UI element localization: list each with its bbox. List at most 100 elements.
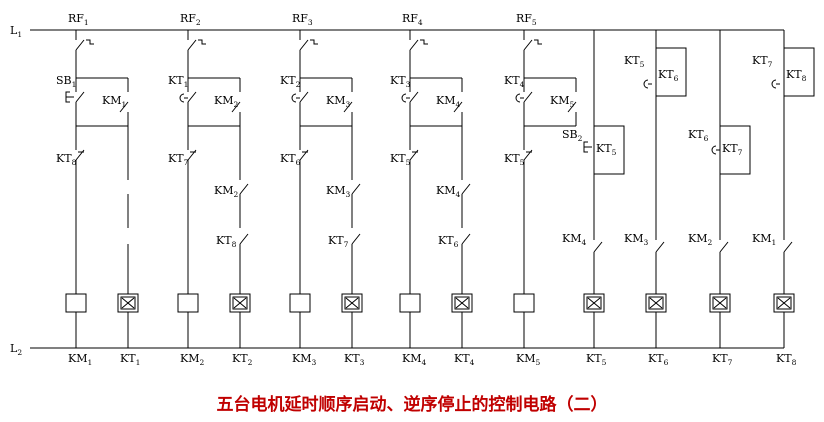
hold-label: KM2 [214,94,238,109]
contact-low-label: KM1 [752,232,776,247]
coil-timer-inner [712,296,728,310]
timer-knob [291,93,297,103]
interlock-label-2: KT6 [438,234,459,249]
hold-label: KM4 [436,94,460,109]
interlock-contact [461,183,471,195]
coil-timer-label: KT3 [344,352,365,367]
start-contact [299,91,309,103]
coil-main-label: KM3 [292,352,316,367]
start-label: KT4 [504,74,525,89]
hold-contact [119,101,129,113]
timer-nc-label: KT8 [56,152,77,167]
hold-contact [231,101,241,113]
contact-low-label: KM3 [624,232,648,247]
coil-timer-x2 [713,297,727,309]
hold-label: KM5 [550,94,574,109]
fuse-label: RF3 [292,12,313,27]
coil-timer-inner [776,296,792,310]
coil-timer-x2 [777,297,791,309]
timer-knob [401,93,407,103]
interlock-contact-2 [461,233,471,245]
fuse-contact [75,39,85,51]
hold-contact [453,101,463,113]
timer-nc-label: KT5 [390,152,411,167]
contact-top-label: KT7 [752,54,773,69]
timer-nc-label: KT7 [168,152,189,167]
contact-mid-label: KT6 [688,128,709,143]
contact-low [593,241,603,253]
interlock-contact [351,183,361,195]
timer-knob [771,79,777,89]
start-contact [75,91,85,103]
coil-main [399,293,421,313]
rail-l1-label: L1 [10,24,22,39]
interlock-label-2: KT8 [216,234,237,249]
rail-l2-label: L2 [10,342,22,357]
coil-timer-inner [232,296,248,310]
start-label: KT1 [168,74,188,89]
start-label: KT3 [390,74,411,89]
fuse-contact-thermal [420,39,428,45]
contact-side-label: KT6 [658,68,679,83]
contact-low-label: KM4 [562,232,586,247]
coil-timer-x2 [649,297,663,309]
coil-timer-inner [586,296,602,310]
hold-contact [343,101,353,113]
fuse-contact [409,39,419,51]
coil-timer-x2 [455,297,469,309]
fuse-label: RF4 [402,12,423,27]
contact-side-label: KT8 [786,68,807,83]
self-hold-loop [656,47,687,97]
coil-label: KT8 [776,352,797,367]
timer-nc-label: KT5 [504,152,525,167]
coil-main [65,293,87,313]
interlock-label: KM2 [214,184,238,199]
hold-contact [567,101,577,113]
contact-low [655,241,665,253]
hold-label: KM1 [102,94,126,109]
coil-main-label: KM2 [180,352,204,367]
fuse-contact-thermal [310,39,318,45]
interlock-contact-2 [351,233,361,245]
coil-label: KT6 [648,352,669,367]
interlock-label-2: KT7 [328,234,349,249]
fuse-contact-thermal [198,39,206,45]
coil-timer-x2 [121,297,135,309]
coil-timer-x2 [233,297,247,309]
coil-main [177,293,199,313]
coil-label: KT5 [586,352,607,367]
timer-knob [711,145,717,155]
diagram-caption: 五台电机延时顺序启动、逆序停止的控制电路（二） [217,394,608,415]
coil-main [513,293,535,313]
coil-timer-x2 [587,297,601,309]
timer-nc-label: KT6 [280,152,301,167]
coil-main-label: KM1 [68,352,92,367]
interlock-label: KM4 [436,184,460,199]
timer-knob [515,93,521,103]
start-label: KT2 [280,74,301,89]
coil-timer-inner [454,296,470,310]
fuse-label: RF5 [516,12,537,27]
coil-main [289,293,311,313]
coil-timer-inner [648,296,664,310]
start-contact [523,91,533,103]
fuse-contact-thermal [534,39,542,45]
start-label: SB1 [56,74,76,89]
start-contact [187,91,197,103]
self-hold-loop [720,125,751,175]
contact-mid-label: SB2 [562,128,583,143]
fuse-contact [187,39,197,51]
interlock-label: KM3 [326,184,350,199]
coil-main-label: KM4 [402,352,426,367]
coil-main-label: KM5 [516,352,540,367]
fuse-label: RF1 [68,12,89,27]
coil-timer-label: KT4 [454,352,475,367]
interlock-contact [239,183,249,195]
fuse-label: RF2 [180,12,201,27]
fuse-contact [523,39,533,51]
contact-low-label: KM2 [688,232,712,247]
contact-mid-side-label: KT5 [596,142,617,157]
timer-knob [179,93,185,103]
